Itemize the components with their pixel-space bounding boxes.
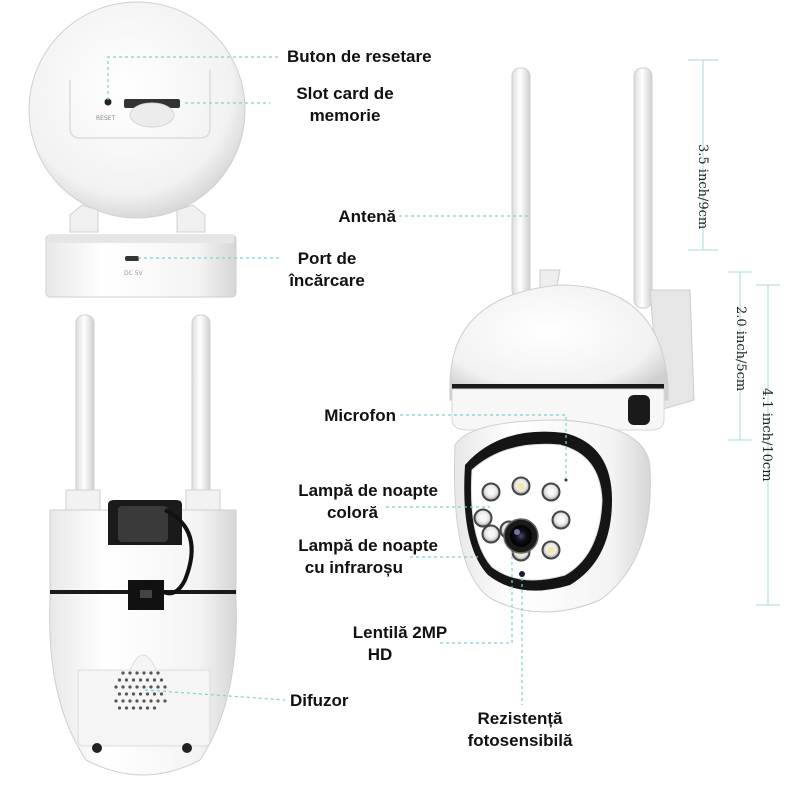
speaker-hole — [128, 699, 132, 703]
speaker-hole — [163, 699, 167, 703]
speaker-hole — [156, 699, 160, 703]
speaker-hole — [152, 678, 157, 682]
speaker-hole — [138, 706, 143, 710]
label-charging-port: Port de încărcare — [262, 248, 392, 292]
label-charging-line2: încărcare — [289, 271, 365, 290]
label-reset-button: Buton de resetare — [287, 47, 432, 66]
label-lens-line1: Lentilă 2MP — [352, 623, 448, 642]
speaker-hole — [152, 706, 157, 710]
label-antenna: Antenă — [338, 207, 396, 226]
speaker-hole — [145, 706, 150, 710]
back-view-base: DC 5V — [45, 204, 237, 298]
speaker-hole — [159, 678, 164, 682]
speaker-hole — [156, 671, 160, 675]
rear-view-camera — [49, 314, 237, 776]
speaker-hole — [121, 699, 125, 703]
speaker-hole — [124, 678, 129, 682]
speaker-hole — [117, 706, 122, 710]
reset-marking: RESET — [96, 115, 116, 122]
speaker-hole — [142, 671, 146, 675]
night-lamp-leds — [473, 476, 571, 562]
speaker-hole — [159, 692, 164, 696]
label-ir-lamp: Lampă de noapte cu infraroșu — [220, 535, 438, 579]
speaker-hole — [138, 692, 143, 696]
led-core — [517, 482, 525, 490]
label-photoresistor: Rezistență fotosensibilă — [440, 708, 600, 752]
speaker-hole — [156, 685, 160, 689]
speaker-hole — [117, 678, 122, 682]
speaker-hole — [145, 678, 150, 682]
speaker-hole — [128, 671, 132, 675]
antenna-right — [633, 67, 653, 309]
led-core — [487, 488, 495, 496]
label-card-slot-line1: Slot card de — [296, 84, 394, 103]
speaker-hole — [135, 685, 139, 689]
label-photo-line1: Rezistență — [477, 709, 563, 728]
antenna-left — [511, 67, 531, 299]
speaker-hole — [135, 671, 139, 675]
speaker-hole — [152, 692, 157, 696]
label-lens: Lentilă 2MP HD — [335, 622, 465, 666]
speaker-hole — [121, 671, 125, 675]
label-color-lamp-line2: coloră — [326, 503, 378, 522]
speaker-hole — [117, 692, 122, 696]
label-color-lamp-line1: Lampă de noapte — [298, 481, 438, 500]
speaker-hole — [149, 699, 153, 703]
speaker-hole — [124, 692, 129, 696]
speaker-hole — [135, 699, 139, 703]
speaker-hole — [131, 706, 136, 710]
speaker-hole — [128, 685, 132, 689]
charging-port[interactable] — [125, 256, 139, 261]
speaker-hole — [138, 678, 143, 682]
speaker-hole — [142, 699, 146, 703]
label-card-slot: Slot card de memorie — [270, 83, 420, 127]
front-view-camera — [449, 67, 695, 613]
dimension-lines — [688, 59, 780, 606]
speaker-hole — [149, 671, 153, 675]
label-charging-line1: Port de — [297, 249, 357, 268]
speaker-grille — [114, 671, 167, 710]
led-core — [479, 514, 487, 522]
led-core — [557, 516, 565, 524]
speaker-hole — [145, 692, 150, 696]
speaker-hole — [131, 678, 136, 682]
label-ir-lamp-line2: cu infraroșu — [304, 558, 403, 577]
dim-body-width: 2.0 inch/5cm — [733, 306, 748, 392]
dc-marking: DC 5V — [124, 270, 144, 277]
microphone-hole — [564, 478, 568, 482]
leader-lines — [107, 56, 567, 705]
speaker-hole — [124, 706, 129, 710]
dim-body-height: 4.1 inch/10cm — [759, 388, 774, 482]
speaker-hole — [121, 685, 125, 689]
speaker-hole — [114, 699, 118, 703]
speaker-hole — [131, 692, 136, 696]
photoresistor — [519, 571, 525, 577]
back-view-ball: RESET — [28, 1, 246, 219]
label-microphone: Microfon — [324, 406, 396, 425]
led-core — [487, 530, 495, 538]
speaker-hole — [149, 685, 153, 689]
reset-hole[interactable] — [104, 98, 112, 106]
label-photo-line2: fotosensibilă — [467, 731, 573, 750]
label-speaker: Difuzor — [290, 691, 349, 710]
led-core — [547, 488, 555, 496]
speaker-hole — [142, 685, 146, 689]
led-core — [547, 546, 555, 554]
dim-antenna-height: 3.5 inch/9cm — [695, 144, 710, 230]
label-color-lamp: Lampă de noapte coloră — [220, 480, 438, 524]
speaker-hole — [114, 685, 118, 689]
label-lens-line2: HD — [367, 645, 393, 664]
label-card-slot-line2: memorie — [309, 106, 381, 125]
label-ir-lamp-line1: Lampă de noapte — [298, 536, 438, 555]
speaker-hole — [163, 685, 167, 689]
